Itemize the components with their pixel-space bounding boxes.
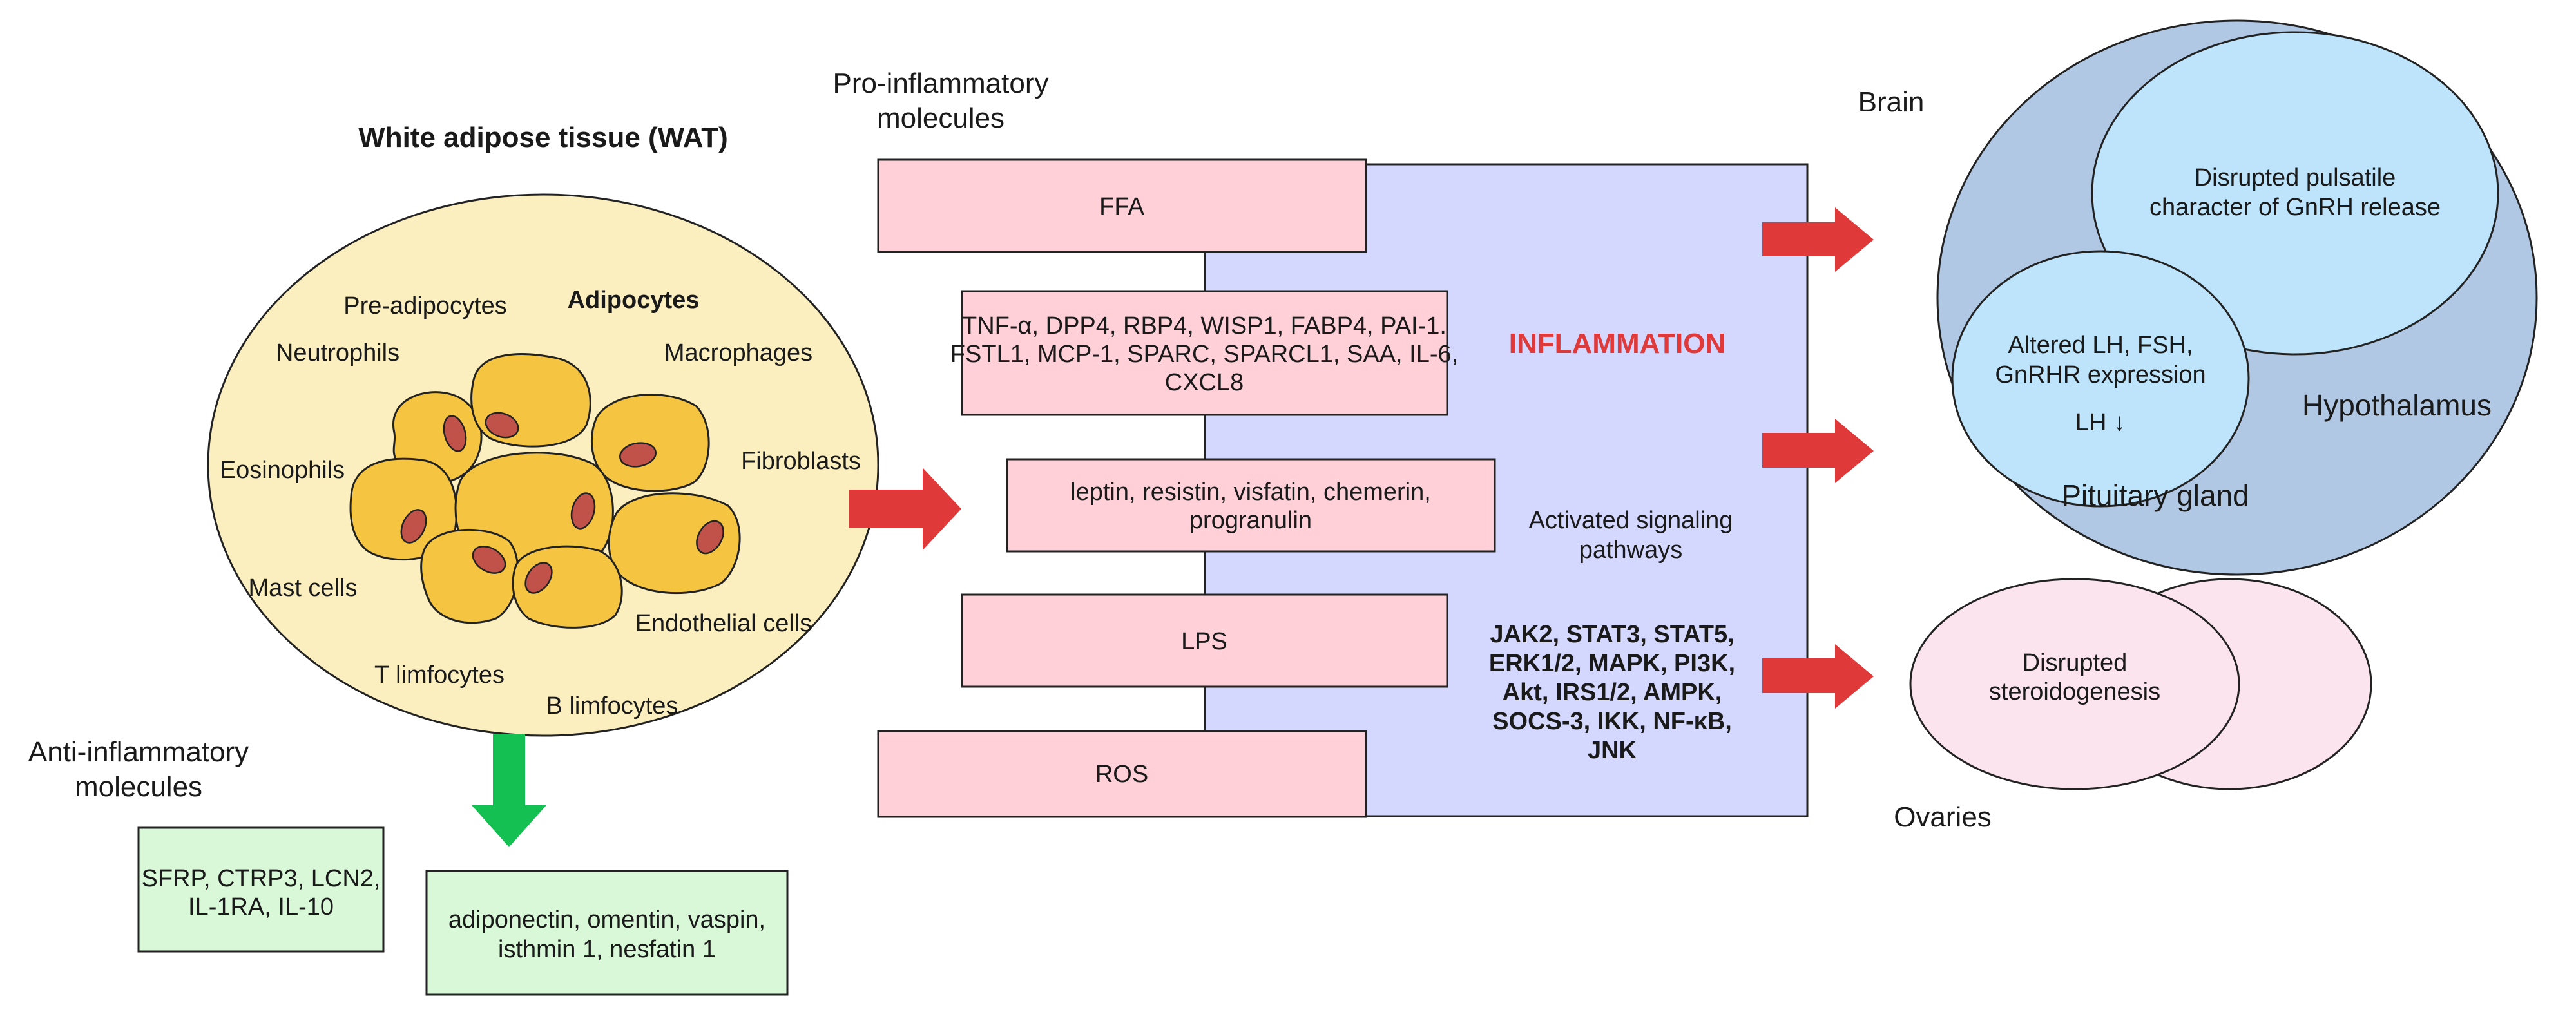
nuclei bbox=[400, 412, 724, 594]
adipokines-line1: leptin, resistin, visfatin, chemerin, bbox=[1070, 479, 1431, 506]
label-t-limfocytes: T limfocytes bbox=[374, 662, 505, 689]
label-fibroblasts: Fibroblasts bbox=[741, 448, 861, 475]
label-eosinophils: Eosinophils bbox=[220, 457, 345, 484]
arrow-to-pituitary bbox=[1762, 419, 1874, 483]
adipocyte-cell bbox=[420, 528, 519, 624]
gnrh-line1: Disrupted pulsatile bbox=[2195, 164, 2396, 191]
lps-label: LPS bbox=[1181, 628, 1227, 655]
pathways-line5: JNK bbox=[1588, 737, 1637, 764]
pro-inflammatory-heading: Pro-inflammatory bbox=[833, 68, 1049, 99]
adipocyte-cell bbox=[470, 353, 591, 448]
label-neutrophils: Neutrophils bbox=[276, 339, 399, 367]
pituitary-ellipse bbox=[1951, 250, 2250, 508]
down-arrow bbox=[472, 734, 546, 847]
anti-box-1-line2: IL-1RA, IL-10 bbox=[188, 893, 334, 921]
label-adipocytes: Adipocytes bbox=[568, 287, 700, 314]
adipocyte-cell bbox=[590, 394, 710, 492]
cytokines-box bbox=[961, 290, 1448, 416]
lh-line2: GnRHR expression bbox=[1995, 361, 2206, 388]
wat-to-molecules-arrow bbox=[849, 468, 961, 550]
nucleus bbox=[443, 415, 467, 452]
nucleus bbox=[619, 442, 657, 468]
arrow-to-hypothalamus bbox=[1762, 207, 1874, 272]
wat-title: White adipose tissue (WAT) bbox=[358, 122, 728, 153]
label-endothelial-cells: Endothelial cells bbox=[635, 610, 812, 637]
anti-inflammatory-heading: Anti-inflammatory bbox=[28, 736, 249, 768]
nucleus bbox=[570, 492, 596, 530]
nucleus bbox=[472, 546, 506, 574]
ffa-label: FFA bbox=[1099, 193, 1144, 220]
adipokines-line2: progranulin bbox=[1189, 507, 1312, 534]
anti-inflammatory-heading-2: molecules bbox=[75, 771, 202, 803]
anti-box-2-line2: isthmin 1, nesfatin 1 bbox=[498, 936, 716, 963]
cytokines-line3: CXCL8 bbox=[1165, 369, 1244, 396]
brain-label: Brain bbox=[1858, 86, 1925, 118]
inflammation-label: INFLAMMATION bbox=[1509, 328, 1725, 359]
lh-line1: Altered LH, FSH, bbox=[2008, 332, 2193, 359]
hypothalamus-ellipse bbox=[2091, 31, 2499, 356]
adipokines-box bbox=[1006, 458, 1496, 553]
steroid-line2: steroidogenesis bbox=[1989, 678, 2160, 705]
nucleus bbox=[696, 520, 724, 555]
lh-line3: LH ↓ bbox=[2075, 409, 2126, 436]
anti-box-2 bbox=[425, 870, 789, 996]
pathways-heading-line1: Activated signaling bbox=[1529, 507, 1733, 534]
cytokines-line2: FSTL1, MCP-1, SPARC, SPARCL1, SAA, IL-6, bbox=[950, 341, 1458, 368]
pituitary-label: Pituitary gland bbox=[2061, 479, 2249, 512]
ovary-left bbox=[1909, 578, 2240, 790]
label-b-limfocytes: B limfocytes bbox=[546, 692, 678, 720]
pathways-line4: SOCS-3, IKK, NF-κB, bbox=[1492, 708, 1732, 735]
nucleus bbox=[524, 562, 553, 594]
ros-label: ROS bbox=[1095, 761, 1148, 788]
ffa-box bbox=[877, 158, 1367, 253]
steroid-line1: Disrupted bbox=[2023, 649, 2128, 676]
pro-inflammatory-heading-2: molecules bbox=[877, 102, 1004, 134]
pathways-line2: ERK1/2, MAPK, PI3K, bbox=[1489, 650, 1735, 677]
label-pre-adipocytes: Pre-adipocytes bbox=[343, 292, 506, 320]
nucleus bbox=[485, 412, 519, 439]
adipocyte-cluster bbox=[349, 353, 741, 629]
label-mast-cells: Mast cells bbox=[249, 575, 358, 602]
gnrh-line2: character of GnRH release bbox=[2149, 194, 2441, 221]
label-macrophages: Macrophages bbox=[664, 339, 812, 367]
hypothalamus-label: Hypothalamus bbox=[2302, 388, 2492, 422]
anti-box-1-line1: SFRP, CTRP3, LCN2, bbox=[142, 865, 381, 892]
ovaries-label: Ovaries bbox=[1894, 801, 1992, 833]
anti-box-2-line1: adiponectin, omentin, vaspin, bbox=[448, 906, 765, 933]
lps-box bbox=[961, 593, 1448, 688]
pathways-line1: JAK2, STAT3, STAT5, bbox=[1490, 621, 1734, 648]
anti-box-1 bbox=[137, 826, 385, 953]
pathways-heading-line2: pathways bbox=[1579, 537, 1683, 564]
ros-box bbox=[877, 730, 1367, 818]
cytokines-line1: TNF-α, DPP4, RBP4, WISP1, FABP4, PAI-1. bbox=[962, 312, 1447, 339]
arrow-to-ovaries bbox=[1762, 644, 1874, 709]
pathways-line3: Akt, IRS1/2, AMPK, bbox=[1503, 679, 1722, 706]
nucleus bbox=[400, 509, 427, 544]
